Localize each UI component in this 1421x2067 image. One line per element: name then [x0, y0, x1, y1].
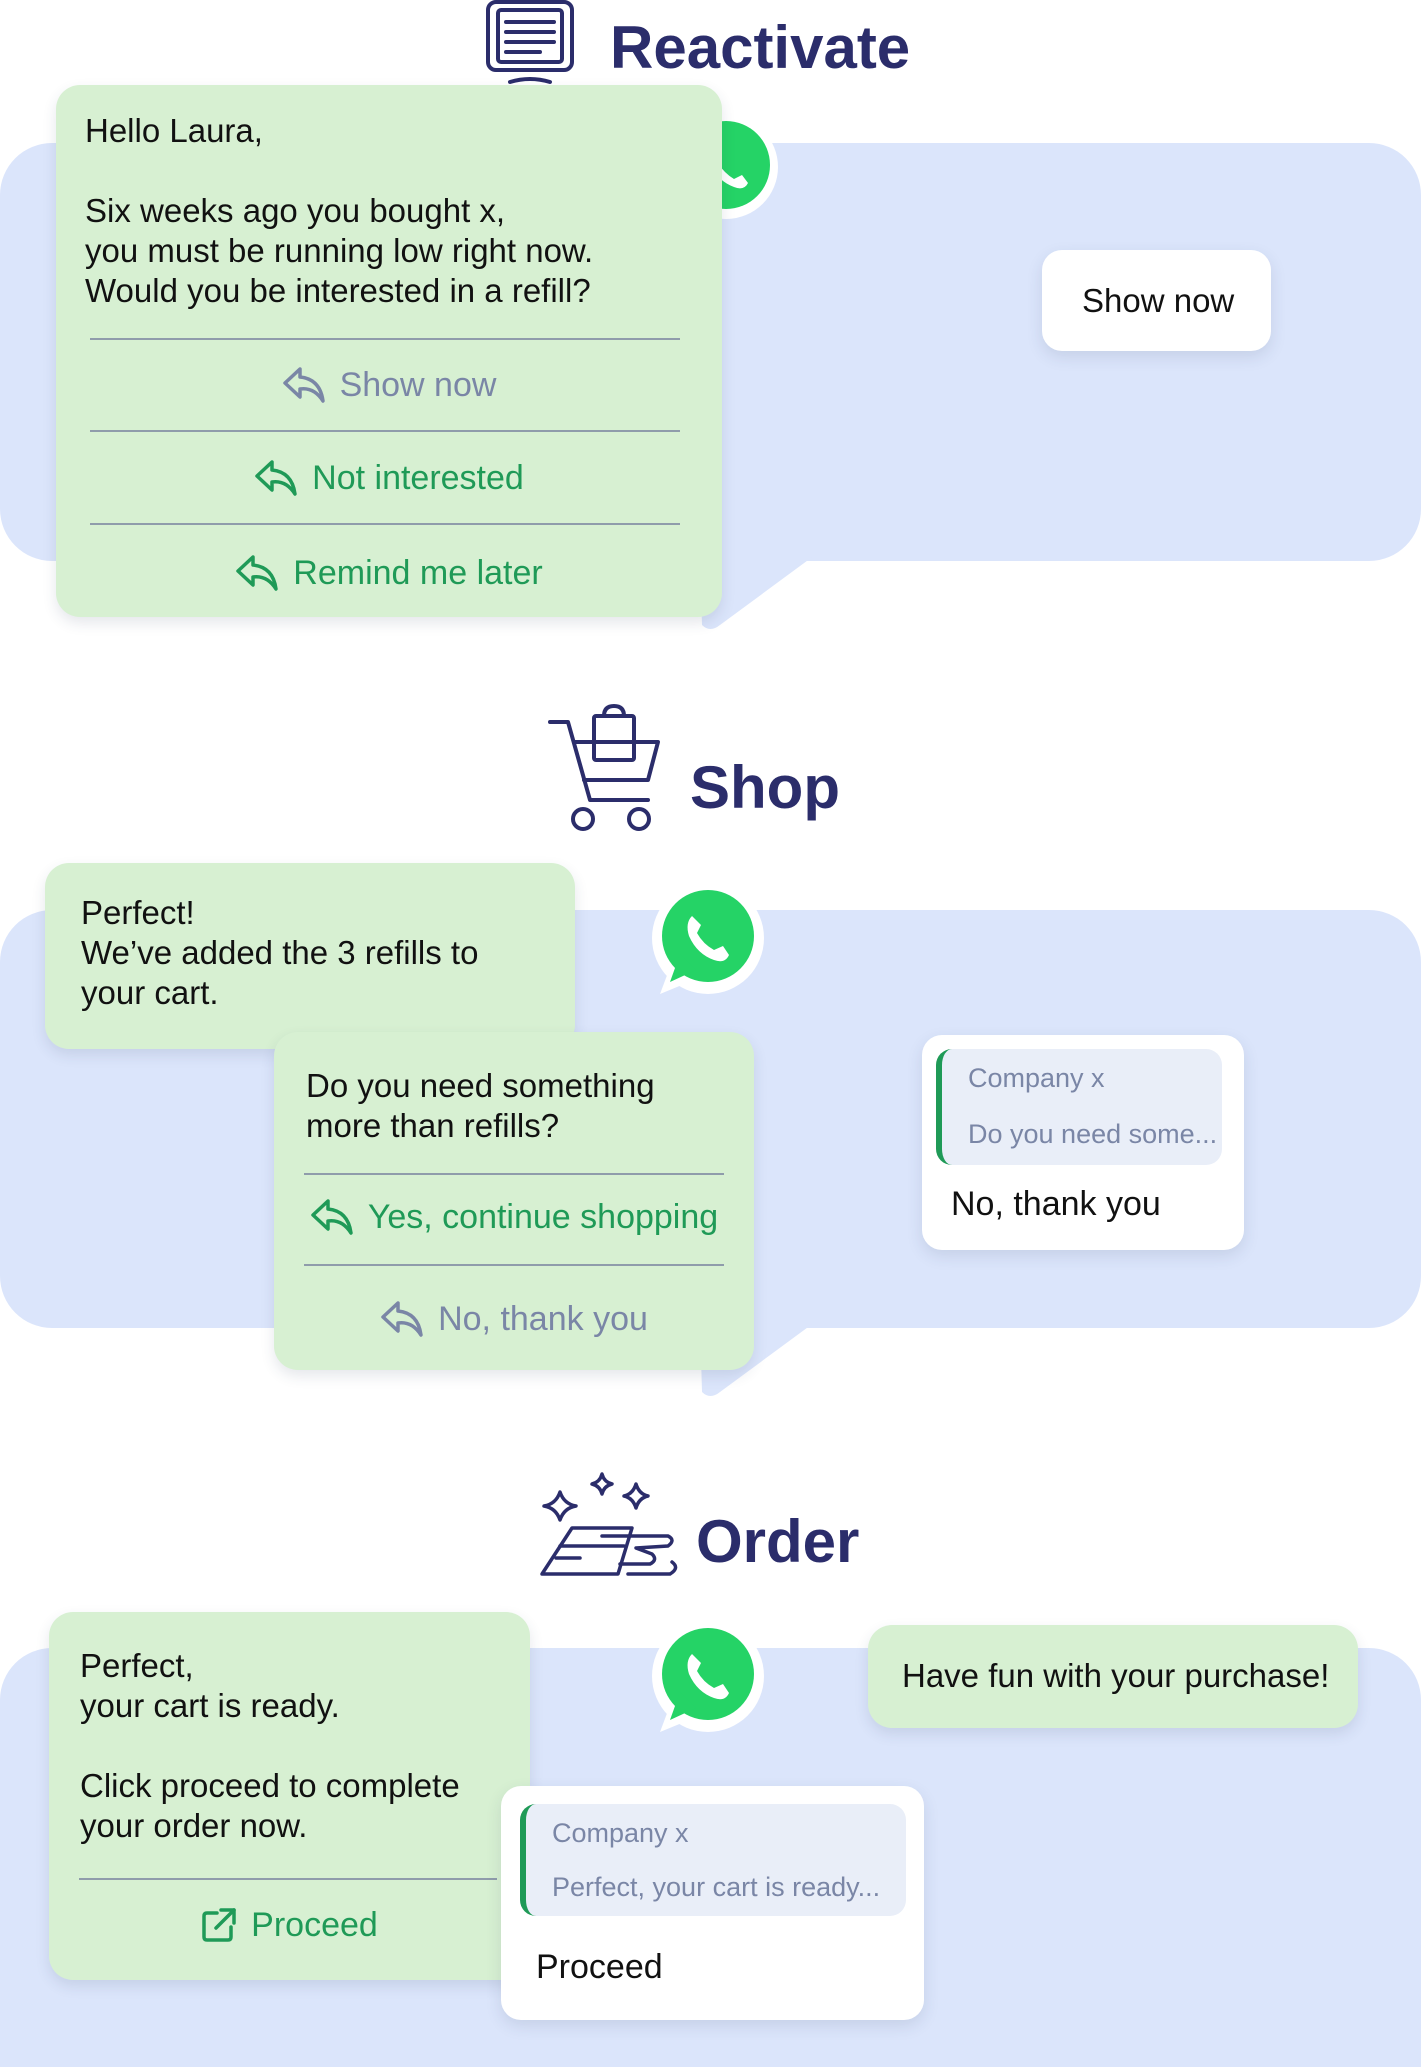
shop-user-reply-card: Company x Do you need some... No, thank …	[922, 1035, 1244, 1250]
action-label: No, thank you	[438, 1299, 648, 1338]
reactivate-action-not-interested[interactable]: Not interested	[56, 448, 722, 508]
divider	[90, 430, 680, 432]
action-label: Show now	[339, 365, 497, 404]
divider	[304, 1173, 724, 1175]
reply-text: Proceed	[536, 1948, 663, 1986]
reactivate-message-bubble: Hello Laura, Six weeks ago you bought x,…	[56, 85, 722, 617]
order-final-message-bubble: Have fun with your purchase!	[868, 1625, 1358, 1728]
reply-icon	[235, 553, 279, 593]
computer-screen-icon	[480, 0, 580, 90]
shopping-cart-icon	[548, 704, 664, 832]
action-label: Remind me later	[293, 553, 543, 592]
action-label: Not interested	[312, 458, 524, 497]
reactivate-action-show-now[interactable]: Show now	[56, 355, 722, 415]
shop-action-no-thank-you[interactable]: No, thank you	[274, 1289, 754, 1349]
quoted-message: Company x Perfect, your cart is ready...	[520, 1804, 906, 1916]
reply-icon	[254, 458, 298, 498]
shop-message-bubble-2: Do you need something more than refills?	[274, 1032, 754, 1370]
order-message-bubble: Perfect, your cart is ready. Click proce…	[49, 1612, 530, 1980]
action-label: Yes, continue shopping	[367, 1197, 719, 1236]
section-title-shop: Shop	[690, 754, 840, 821]
shop-message-2-text: Do you need something more than refills?	[306, 1067, 655, 1144]
divider	[90, 338, 680, 340]
reactivate-message-text: Hello Laura, Six weeks ago you bought x,…	[85, 112, 594, 309]
shop-message-bubble-1: Perfect! We’ve added the 3 refills to yo…	[45, 863, 575, 1049]
final-message-text: Have fun with your purchase!	[902, 1657, 1330, 1694]
quoted-text: Perfect, your cart is ready...	[552, 1872, 881, 1902]
whatsapp-icon	[650, 882, 766, 998]
shop-action-continue-shopping[interactable]: Yes, continue shopping	[274, 1187, 754, 1247]
reply-icon	[380, 1299, 424, 1339]
quoted-text: Do you need some...	[968, 1119, 1218, 1149]
section-title-reactivate: Reactivate	[610, 14, 911, 81]
divider	[304, 1264, 724, 1266]
shop-message-1-text: Perfect! We’ve added the 3 refills to yo…	[81, 894, 479, 1011]
quoted-sender: Company x	[968, 1063, 1105, 1093]
reply-text: Show now	[1082, 282, 1235, 319]
external-link-icon	[201, 1907, 237, 1943]
divider	[90, 523, 680, 525]
action-label: Proceed	[251, 1905, 378, 1944]
whatsapp-icon	[650, 1620, 766, 1736]
quoted-message: Company x Do you need some...	[936, 1049, 1222, 1165]
quoted-sender: Company x	[552, 1818, 689, 1848]
reactivate-user-reply: Show now	[1042, 250, 1271, 351]
reactivate-speech-tail	[700, 555, 820, 635]
order-user-reply-card: Company x Perfect, your cart is ready...…	[501, 1786, 924, 2020]
reply-text: No, thank you	[951, 1185, 1161, 1223]
divider	[79, 1878, 497, 1880]
reply-icon	[310, 1197, 354, 1237]
order-message-text: Perfect, your cart is ready. Click proce…	[80, 1647, 460, 1844]
section-title-order: Order	[696, 1508, 860, 1575]
reactivate-action-remind-later[interactable]: Remind me later	[56, 543, 722, 603]
order-action-proceed[interactable]: Proceed	[49, 1895, 530, 1955]
reply-icon	[282, 365, 326, 405]
card-payment-sparkle-icon	[540, 1470, 682, 1590]
